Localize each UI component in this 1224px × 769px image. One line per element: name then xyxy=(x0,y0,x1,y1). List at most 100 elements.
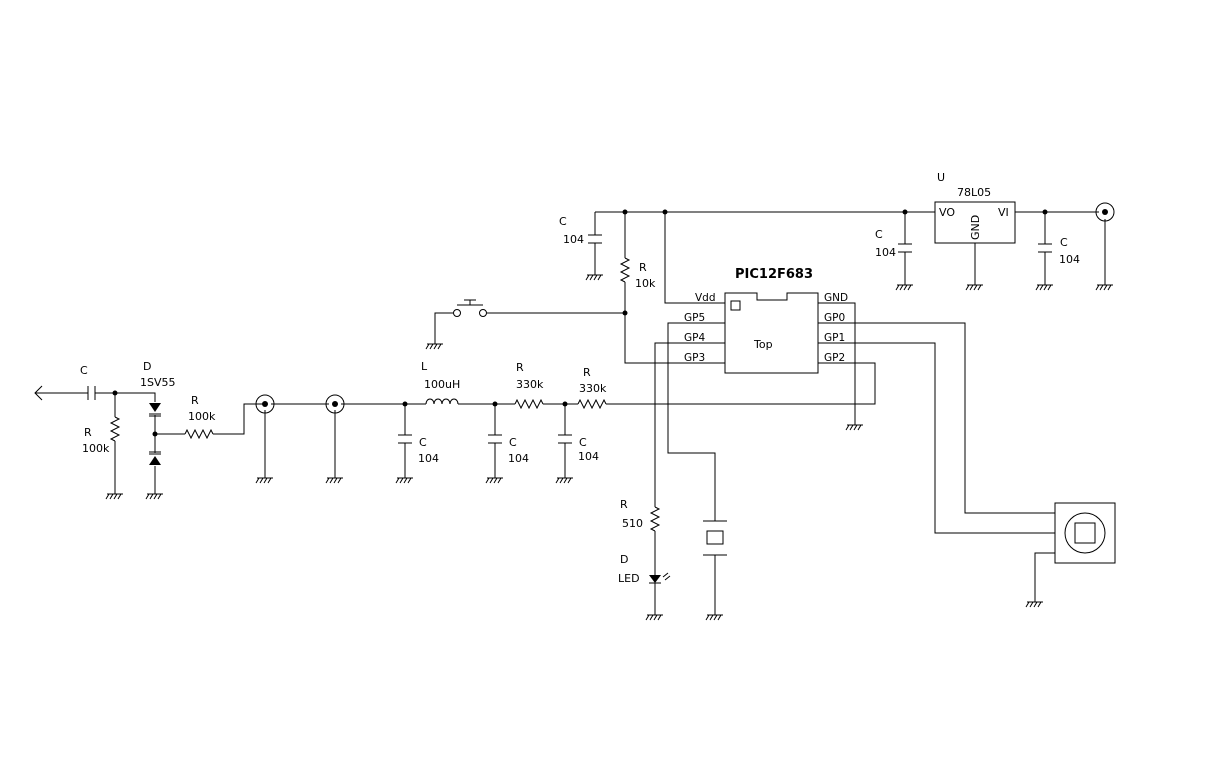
svg-text:1SV55: 1SV55 xyxy=(140,376,176,389)
filter-capacitor-2: C 104 xyxy=(488,434,529,465)
ground-symbol xyxy=(255,477,273,484)
svg-text:104: 104 xyxy=(563,233,584,246)
svg-text:C: C xyxy=(80,364,88,377)
svg-text:104: 104 xyxy=(418,452,439,465)
svg-text:100k: 100k xyxy=(82,442,110,455)
svg-text:GND: GND xyxy=(969,215,982,240)
ground-symbol xyxy=(705,614,723,621)
bias-resistor: R 100k xyxy=(82,416,121,455)
junction-dot xyxy=(1042,209,1048,215)
coax-connector xyxy=(325,394,345,414)
svg-text:Top: Top xyxy=(753,338,773,351)
ground-symbol xyxy=(895,284,913,291)
svg-text:330k: 330k xyxy=(516,378,544,391)
svg-text:GP3: GP3 xyxy=(684,352,705,364)
svg-text:GP5: GP5 xyxy=(684,312,705,324)
svg-text:C: C xyxy=(579,436,587,449)
ground-symbol xyxy=(485,477,503,484)
series-resistor: R 100k xyxy=(184,394,216,440)
ground-symbols xyxy=(105,274,1113,621)
svg-text:10k: 10k xyxy=(635,277,656,290)
svg-text:C: C xyxy=(559,215,567,228)
svg-text:L: L xyxy=(421,360,428,373)
ground-symbol xyxy=(145,493,163,500)
svg-text:D: D xyxy=(143,360,151,373)
svg-text:GP2: GP2 xyxy=(824,352,845,364)
svg-text:GND: GND xyxy=(824,292,848,304)
svg-text:104: 104 xyxy=(875,246,896,259)
svg-text:104: 104 xyxy=(1059,253,1080,266)
regulator-output-capacitor: C 104 xyxy=(875,228,912,259)
svg-text:R: R xyxy=(620,498,628,511)
ground-symbol xyxy=(1035,284,1053,291)
junction-dot xyxy=(622,310,628,316)
svg-text:R: R xyxy=(191,394,199,407)
svg-text:C: C xyxy=(419,436,427,449)
junction-dot xyxy=(152,431,158,437)
ground-symbol xyxy=(425,343,443,350)
svg-text:100k: 100k xyxy=(188,410,216,423)
junction-dot xyxy=(402,401,408,407)
svg-text:GP0: GP0 xyxy=(824,312,845,324)
led: D LED xyxy=(618,553,671,585)
svg-text:LED: LED xyxy=(618,572,640,585)
junction-dot xyxy=(492,401,498,407)
svg-text:VO: VO xyxy=(939,206,955,219)
svg-text:R: R xyxy=(84,426,92,439)
svg-text:100uH: 100uH xyxy=(424,378,460,391)
svg-text:Vdd: Vdd xyxy=(695,292,716,304)
svg-text:R: R xyxy=(639,261,647,274)
push-switch xyxy=(453,299,487,317)
ground-symbol xyxy=(555,477,573,484)
svg-text:R: R xyxy=(516,361,524,374)
svg-text:C: C xyxy=(509,436,517,449)
coax-connector xyxy=(255,394,275,414)
filter-capacitor-1: C 104 xyxy=(398,434,439,465)
junction-dots xyxy=(112,209,1048,437)
voltage-regulator: U 78L05 VO VI GND xyxy=(934,171,1016,244)
filter-resistor-1: R 330k xyxy=(514,361,544,410)
ground-symbol xyxy=(105,493,123,500)
sensor-module xyxy=(1047,502,1116,564)
svg-text:PIC12F683: PIC12F683 xyxy=(735,267,813,282)
svg-text:510: 510 xyxy=(622,517,643,530)
ground-symbol xyxy=(395,477,413,484)
svg-text:104: 104 xyxy=(508,452,529,465)
ground-symbol xyxy=(965,284,983,291)
ground-symbol xyxy=(585,274,603,281)
junction-dot xyxy=(622,209,628,215)
junction-dot xyxy=(112,390,118,396)
svg-text:U: U xyxy=(937,171,945,184)
ground-symbol xyxy=(1095,284,1113,291)
ground-symbol xyxy=(1025,601,1043,608)
varicap-diode: D 1SV55 xyxy=(140,360,176,465)
regulator-input-capacitor: C 104 xyxy=(1038,236,1080,266)
pic-microcontroller: PIC12F683 Top Vdd GP5 GP4 GP3 GND GP0 GP… xyxy=(684,267,848,374)
junction-dot xyxy=(902,209,908,215)
svg-text:GP1: GP1 xyxy=(824,332,845,344)
wires xyxy=(34,211,1106,615)
inductor: L 100uH xyxy=(421,360,460,405)
svg-text:330k: 330k xyxy=(579,382,607,395)
junction-dot xyxy=(562,401,568,407)
filter-resistor-2: R 330k xyxy=(577,366,607,410)
coax-connector xyxy=(1095,202,1115,222)
svg-text:GP4: GP4 xyxy=(684,332,705,344)
ground-symbol xyxy=(645,614,663,621)
vdd-capacitor: C 104 xyxy=(559,215,602,246)
svg-text:VI: VI xyxy=(998,206,1009,219)
ground-symbol xyxy=(325,477,343,484)
junction-dot xyxy=(662,209,668,215)
input-capacitor: C xyxy=(80,364,96,400)
piezo-buzzer xyxy=(703,520,727,556)
svg-text:D: D xyxy=(620,553,628,566)
svg-text:C: C xyxy=(1060,236,1068,249)
led-resistor: R 510 xyxy=(620,498,661,532)
filter-capacitor-3: C 104 xyxy=(558,434,599,463)
ground-symbol xyxy=(845,424,863,431)
svg-text:78L05: 78L05 xyxy=(957,186,991,199)
pullup-resistor: R 10k xyxy=(619,257,656,290)
svg-text:104: 104 xyxy=(578,450,599,463)
